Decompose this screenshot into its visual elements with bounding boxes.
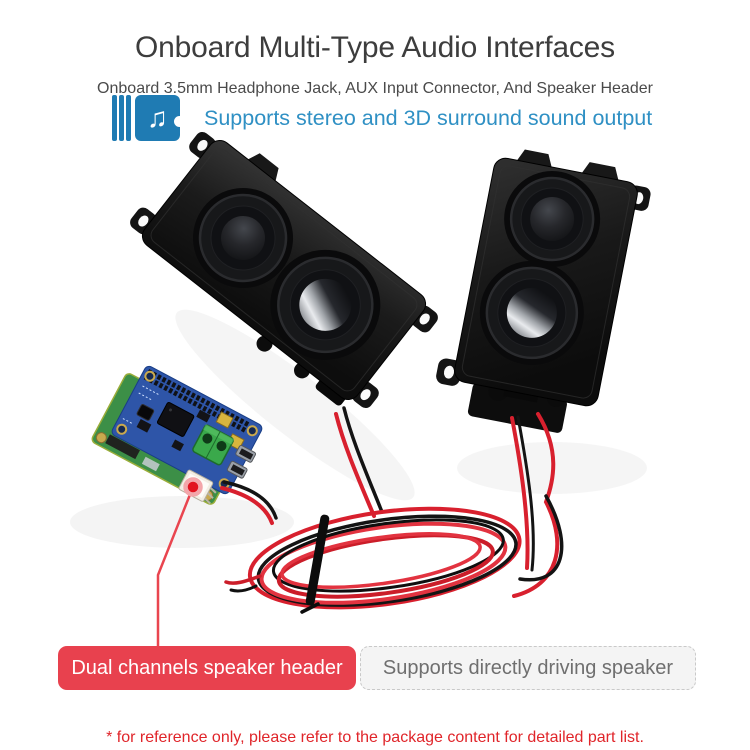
callout-label-speaker-header: Dual channels speaker header bbox=[58, 646, 356, 690]
cable-tie bbox=[300, 514, 330, 614]
left-speaker-tab-holes bbox=[138, 139, 430, 401]
wire-black-left-speaker bbox=[342, 406, 384, 514]
screw-terminal bbox=[192, 424, 235, 466]
wire-coil bbox=[247, 506, 522, 610]
page-title: Onboard Multi-Type Audio Interfaces bbox=[135, 31, 615, 65]
board-component bbox=[141, 456, 160, 472]
music-icon-notch bbox=[174, 116, 185, 127]
audio-codec-chip bbox=[156, 401, 195, 437]
feature-text: Supports stereo and 3D surround sound ou… bbox=[204, 105, 653, 130]
wire-loose-ends bbox=[224, 574, 262, 593]
callout-label-driving-speaker: Supports directly driving speaker bbox=[360, 646, 696, 690]
wire-black-from-board bbox=[222, 480, 278, 520]
audio-board-assembly bbox=[91, 365, 263, 505]
callout-dot bbox=[183, 477, 203, 497]
left-speaker bbox=[130, 131, 438, 409]
music-icon-box: ♫ bbox=[135, 95, 185, 141]
left-speaker-face-edge bbox=[150, 148, 418, 392]
music-icon-bar bbox=[112, 95, 117, 141]
wire-red-right-speaker-drop bbox=[510, 416, 530, 570]
board-connector-slot bbox=[105, 434, 140, 460]
usb-ports bbox=[226, 444, 257, 479]
callout-line bbox=[156, 486, 195, 646]
music-icon-bar bbox=[126, 95, 131, 141]
chip-pin1-dot bbox=[169, 408, 173, 412]
footnote: * for reference only, please refer to th… bbox=[106, 729, 644, 746]
feature-row: ♫ Supports stereo and 3D surround sound … bbox=[112, 94, 652, 142]
wire-black-right-speaker-drop bbox=[516, 415, 535, 572]
left-speaker-driver-upper bbox=[193, 187, 294, 288]
wire-red-right-speaker-loop bbox=[512, 412, 560, 598]
wire-black-right-speaker-loop bbox=[518, 494, 564, 582]
speaker-wires bbox=[220, 406, 564, 598]
right-speaker-driver-lower bbox=[479, 260, 584, 365]
push-button bbox=[136, 404, 155, 421]
left-speaker-driver-lower bbox=[270, 249, 381, 360]
music-note-icon: ♫ bbox=[112, 94, 185, 142]
page-subtitle: Onboard 3.5mm Headphone Jack, AUX Input … bbox=[97, 80, 653, 97]
right-speaker-driver-upper bbox=[504, 171, 601, 268]
music-icon-bar bbox=[119, 95, 124, 141]
wire-red-left-speaker bbox=[334, 412, 376, 518]
music-note-glyph: ♫ bbox=[147, 102, 168, 133]
brass-standoff bbox=[95, 432, 107, 444]
wire-red-from-board bbox=[220, 486, 274, 525]
small-components bbox=[136, 409, 211, 452]
right-speaker bbox=[436, 149, 651, 433]
